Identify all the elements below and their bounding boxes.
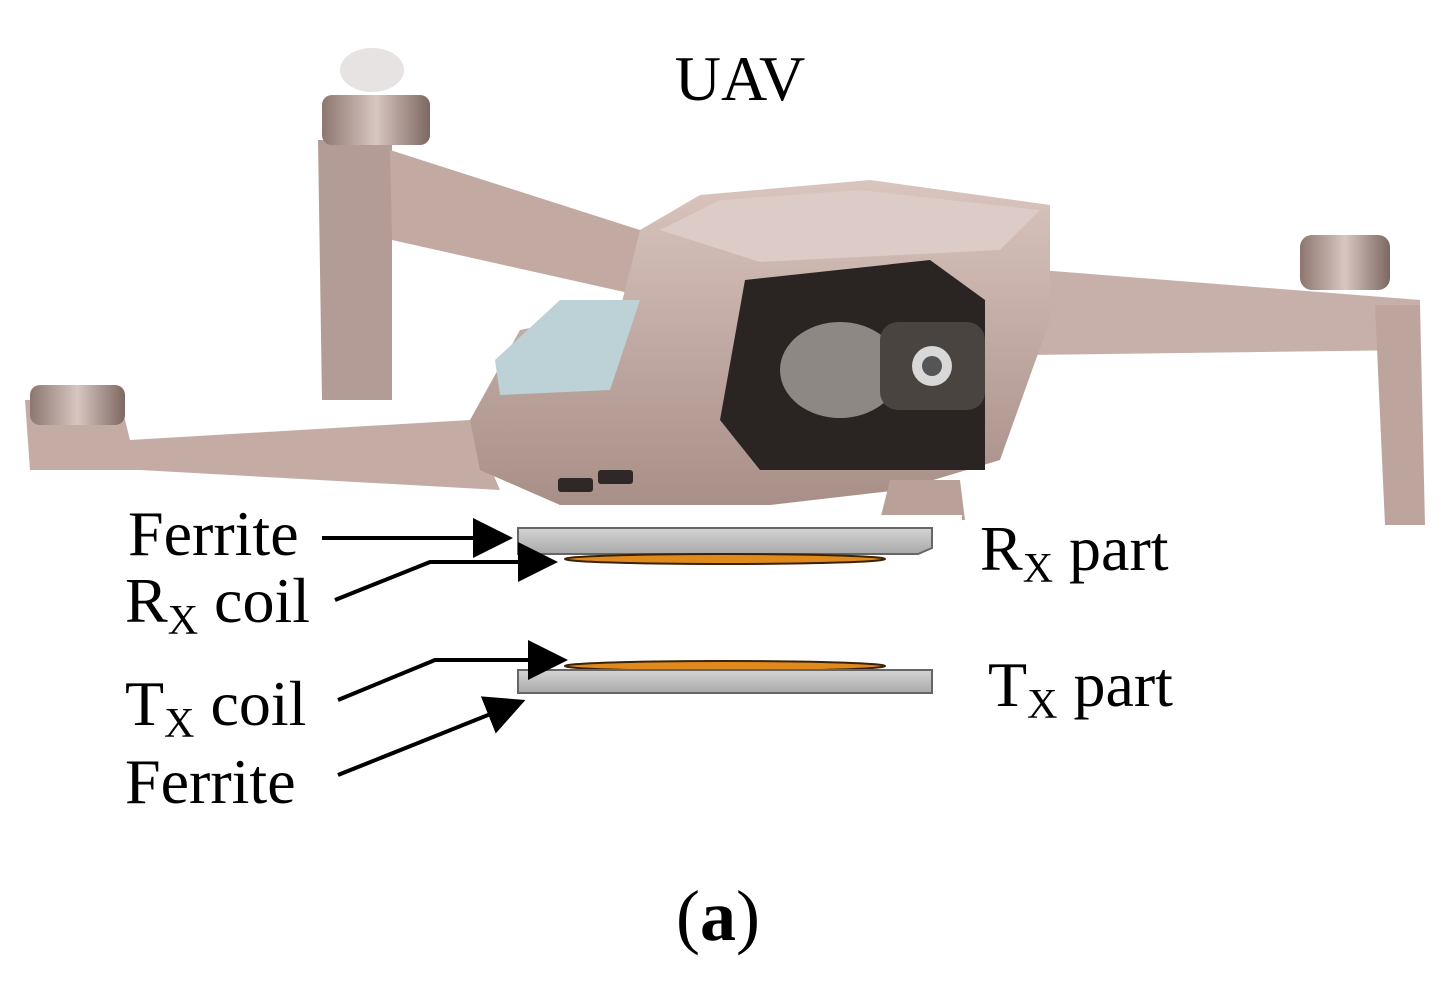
panel-label-open: ( xyxy=(676,876,700,956)
rear-left-propeller xyxy=(340,48,404,92)
arrow-tx-coil xyxy=(337,640,568,702)
leader-arrows xyxy=(322,518,568,777)
camera-lens-inner xyxy=(922,356,942,376)
drone-front-left-arm xyxy=(25,400,500,490)
tx-assembly xyxy=(517,660,933,694)
label-rx-part-sub: X xyxy=(1023,546,1053,592)
label-rx-part-tail: part xyxy=(1053,513,1169,584)
rx-coil xyxy=(564,553,886,565)
gimbal-body xyxy=(780,322,900,418)
drone-rear-left-arm xyxy=(318,140,392,400)
panel-label-letter: a xyxy=(700,876,736,956)
drone-battery-cover xyxy=(495,300,640,395)
drone-skid xyxy=(880,480,965,520)
label-tx-part-tail: part xyxy=(1057,649,1173,720)
drone-illustration xyxy=(25,48,1425,525)
arrow-rx-coil xyxy=(334,542,558,602)
front-left-motor xyxy=(30,385,125,425)
label-rx-coil-sub: X xyxy=(168,598,198,644)
tx-ferrite-plate xyxy=(517,669,933,694)
label-ferrite-top: Ferrite xyxy=(128,498,299,569)
title-uav: UAV xyxy=(675,43,805,114)
label-tx-part-sub: X xyxy=(1027,682,1057,728)
arrow-ferrite-bottom xyxy=(337,696,526,777)
drone-right-leg xyxy=(1375,305,1425,525)
panel-label: (a) xyxy=(676,876,760,956)
right-motor xyxy=(1300,235,1390,290)
label-ferrite-bottom: Ferrite xyxy=(125,746,296,817)
drone-vent-1 xyxy=(558,478,593,492)
label-rx-part: RX part xyxy=(980,513,1169,592)
label-tx-coil-sub: X xyxy=(164,701,194,747)
label-rx-coil-main: R xyxy=(125,565,168,636)
panel-label-close: ) xyxy=(736,876,760,956)
label-tx-coil-tail: coil xyxy=(194,668,306,739)
label-tx-part: TX part xyxy=(988,649,1173,728)
rx-assembly xyxy=(517,527,933,565)
label-tx-coil-main: T xyxy=(125,668,164,739)
drone-top-shell xyxy=(660,190,1040,262)
label-rx-coil: RX coil xyxy=(125,565,310,644)
drone-vent-2 xyxy=(598,470,633,484)
drone-right-arm xyxy=(1030,270,1420,355)
label-tx-coil: TX coil xyxy=(125,668,306,747)
drone-rear-left-strut xyxy=(390,150,660,300)
rear-left-motor xyxy=(322,95,430,145)
label-tx-part-main: T xyxy=(988,649,1027,720)
label-rx-coil-tail: coil xyxy=(198,565,310,636)
label-rx-part-main: R xyxy=(980,513,1023,584)
rx-ferrite-plate xyxy=(517,527,933,555)
